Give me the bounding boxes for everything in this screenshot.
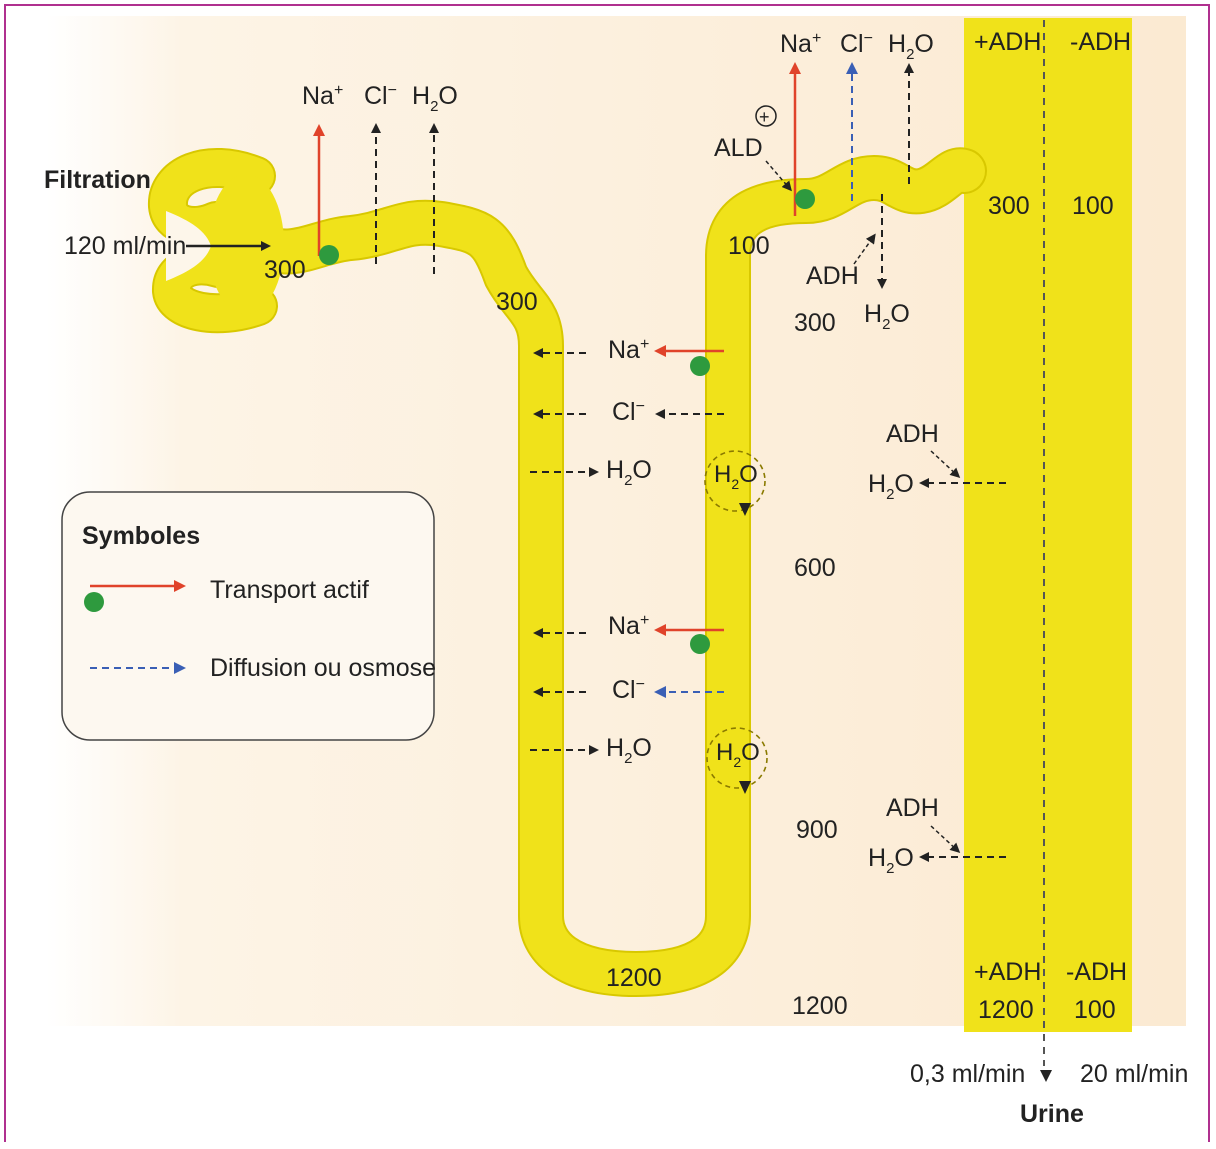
legend-active-label: Transport actif: [210, 576, 369, 604]
urine-label: Urine: [1020, 1100, 1084, 1128]
interstitium-osm-900: 900: [796, 816, 838, 844]
legend-pump-icon: [84, 592, 104, 612]
urine-arrow: [1040, 1070, 1052, 1082]
distal-adh-label: ADH: [806, 262, 859, 290]
filtration-rate: 120 ml/min: [64, 232, 186, 260]
upper-ascending-pump: [690, 356, 710, 376]
ald-stimulation-sign: +: [759, 107, 770, 127]
diagram-frame: Filtration 120 ml/min 300 300 Na+ Cl− H2…: [4, 4, 1210, 1142]
interstitium-osm-1200: 1200: [792, 992, 848, 1020]
filtration-title: Filtration: [44, 166, 151, 194]
loop-bottom-osm: 1200: [606, 964, 662, 992]
interstitium-osm-300: 300: [794, 309, 836, 337]
cd-lower-adh-label: ADH: [886, 794, 939, 822]
proximal-pump: [319, 245, 339, 265]
nephron-diagram: Filtration 120 ml/min 300 300 Na+ Cl− H2…: [6, 6, 1210, 1142]
cd-top-plus-osm: 300: [988, 192, 1030, 220]
cd-top-minus-adh: -ADH: [1070, 28, 1131, 56]
legend: Symboles Transport actif Diffusion ou os…: [62, 492, 436, 740]
interstitium-osm-600: 600: [794, 554, 836, 582]
cd-bottom-plus-osm: 1200: [978, 996, 1034, 1024]
cd-bottom-plus-adh: +ADH: [974, 958, 1041, 986]
proximal-osm-end: 300: [496, 288, 538, 316]
cd-top-plus-adh: +ADH: [974, 28, 1041, 56]
distal-pump: [795, 189, 815, 209]
ald-label: ALD: [714, 134, 763, 162]
cd-bottom-minus-adh: -ADH: [1066, 958, 1127, 986]
collecting-duct: [964, 18, 1132, 1032]
legend-title: Symboles: [82, 522, 200, 550]
cd-upper-adh-label: ADH: [886, 420, 939, 448]
distal-osm: 100: [728, 232, 770, 260]
urine-rate-minus: 20 ml/min: [1080, 1060, 1188, 1088]
urine-rate-plus: 0,3 ml/min: [910, 1060, 1025, 1088]
proximal-osm-start: 300: [264, 256, 306, 284]
cd-top-minus-osm: 100: [1072, 192, 1114, 220]
lower-ascending-pump: [690, 634, 710, 654]
legend-diffusion-label: Diffusion ou osmose: [210, 654, 436, 682]
cd-bottom-minus-osm: 100: [1074, 996, 1116, 1024]
